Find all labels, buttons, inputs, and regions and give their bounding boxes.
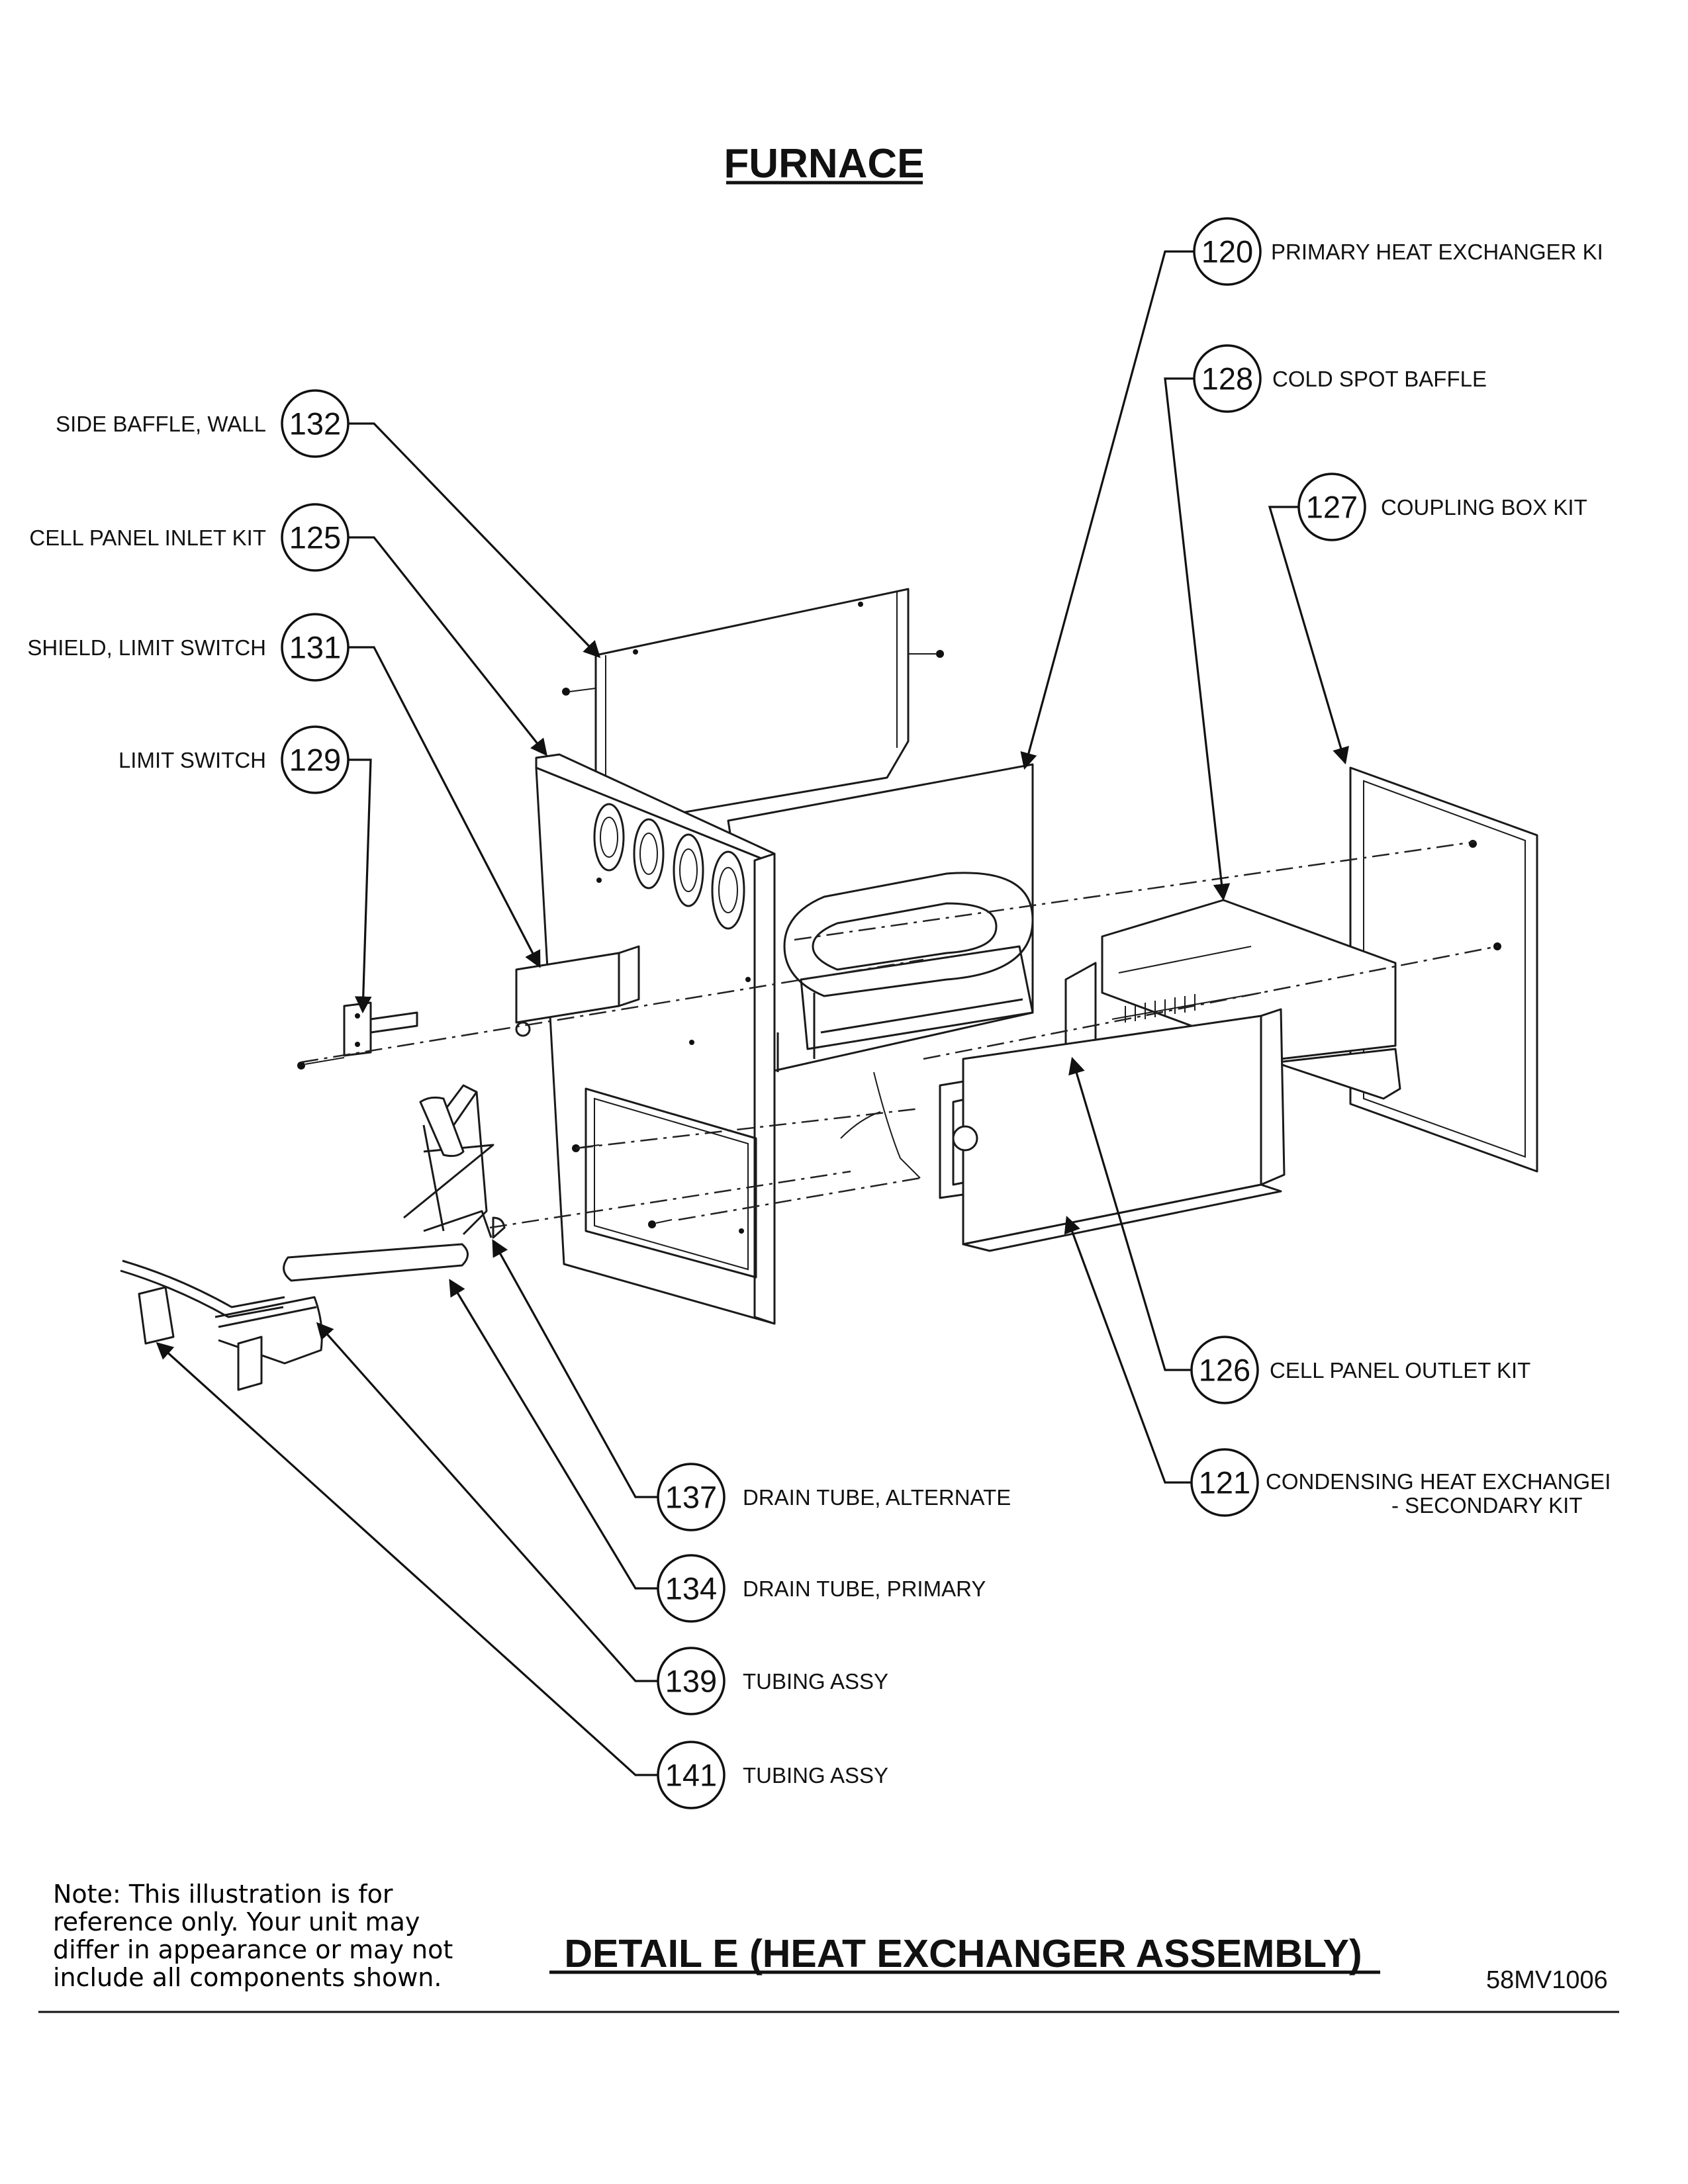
side-baffle-wall-part xyxy=(562,588,944,829)
callout-127: 127 COUPLING BOX KIT xyxy=(1297,473,1587,541)
note-line-2: reference only. Your unit may xyxy=(53,1907,420,1936)
callout-label: DRAIN TUBE, PRIMARY xyxy=(743,1576,986,1601)
callout-number: 129 xyxy=(289,743,341,778)
callout-number: 137 xyxy=(665,1480,717,1515)
callout-label: SIDE BAFFLE, WALL xyxy=(56,412,266,436)
callout-128: 128 COLD SPOT BAFFLE xyxy=(1193,344,1487,413)
callout-number: 120 xyxy=(1201,234,1253,269)
primary-heat-exchanger-part xyxy=(727,763,1034,1073)
reference-note: Note: This illustration is for reference… xyxy=(53,1880,453,1992)
callout-137: 137 DRAIN TUBE, ALTERNATE xyxy=(657,1463,1011,1531)
callout-121: 121 CONDENSING HEAT EXCHANGEI - SECONDAR… xyxy=(1190,1448,1611,1518)
callout-139: 139 TUBING ASSY xyxy=(657,1647,888,1715)
callout-number: 139 xyxy=(665,1664,717,1699)
burner-inlet-ports xyxy=(593,803,745,930)
drawing-code: 58MV1006 xyxy=(1486,1966,1608,1994)
detail-title: DETAIL E (HEAT EXCHANGER ASSEMBLY) xyxy=(564,1932,1362,1976)
callout-number: 141 xyxy=(665,1758,717,1793)
callout-131: 131 SHIELD, LIMIT SWITCH xyxy=(27,613,350,682)
callout-141: 141 TUBING ASSY xyxy=(657,1741,888,1809)
assembly-drawing xyxy=(120,588,1538,1391)
callout-132: 132 SIDE BAFFLE, WALL xyxy=(56,389,350,458)
condensing-heat-exchanger-part xyxy=(840,946,1286,1252)
callout-label: TUBING ASSY xyxy=(743,1669,888,1694)
callout-129: 129 LIMIT SWITCH xyxy=(118,725,350,794)
callout-125: 125 CELL PANEL INLET KIT xyxy=(29,503,350,572)
callout-label: CONDENSING HEAT EXCHANGEI xyxy=(1266,1469,1611,1494)
callout-126: 126 CELL PANEL OUTLET KIT xyxy=(1190,1336,1530,1404)
page-title: FURNACE xyxy=(724,141,924,187)
leader-lines xyxy=(156,250,1349,1776)
callout-label: LIMIT SWITCH xyxy=(118,748,266,772)
callout-number: 121 xyxy=(1199,1465,1250,1500)
callout-label: TUBING ASSY xyxy=(743,1763,888,1788)
cell-panel-inlet-part xyxy=(535,753,776,1325)
explode-centerlines xyxy=(301,841,1498,1229)
callout-120: 120 PRIMARY HEAT EXCHANGER KI xyxy=(1193,217,1603,286)
note-line-1: Note: This illustration is for xyxy=(53,1880,393,1909)
note-line-4: include all components shown. xyxy=(53,1963,442,1992)
callout-label: SHIELD, LIMIT SWITCH xyxy=(27,635,266,660)
callout-label: PRIMARY HEAT EXCHANGER KI xyxy=(1271,240,1603,264)
callout-label: CELL PANEL OUTLET KIT xyxy=(1270,1358,1530,1383)
callout-label: COLD SPOT BAFFLE xyxy=(1272,367,1487,391)
callout-number: 127 xyxy=(1306,490,1358,525)
callout-number: 134 xyxy=(665,1571,717,1606)
callout-label: CELL PANEL INLET KIT xyxy=(29,525,266,550)
callout-label: DRAIN TUBE, ALTERNATE xyxy=(743,1485,1011,1510)
limit-switch-shield-part xyxy=(515,945,640,1037)
callout-number: 128 xyxy=(1201,361,1253,396)
callout-number: 125 xyxy=(289,520,341,555)
drain-tubing-parts xyxy=(120,1084,506,1391)
callout-134: 134 DRAIN TUBE, PRIMARY xyxy=(657,1554,986,1623)
callout-label-line2: - SECONDARY KIT xyxy=(1391,1493,1583,1518)
callout-number: 131 xyxy=(289,630,341,665)
callout-label: COUPLING BOX KIT xyxy=(1381,495,1587,520)
note-line-3: differ in appearance or may not xyxy=(53,1935,453,1964)
callout-number: 126 xyxy=(1199,1353,1250,1388)
callout-number: 132 xyxy=(289,406,341,441)
